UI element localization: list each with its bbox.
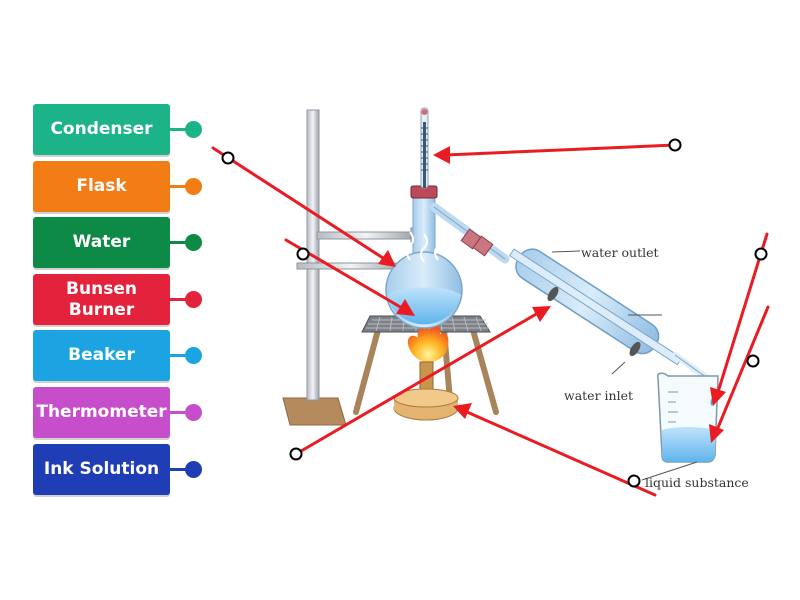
connector-stem <box>170 185 190 188</box>
label-ink-solution[interactable]: Ink Solution <box>33 444 170 495</box>
connector-stem <box>170 468 190 471</box>
drag-handle-flask[interactable] <box>185 178 202 195</box>
label-flask[interactable]: Flask <box>33 161 170 212</box>
drag-handle-thermometer[interactable] <box>185 404 202 421</box>
label-thermometer[interactable]: Thermometer <box>33 387 170 438</box>
drag-handle-condenser[interactable] <box>185 121 202 138</box>
label-item-water[interactable]: Water <box>33 217 208 268</box>
water-outlet-text: water outlet <box>581 245 659 260</box>
arrow-to-burner <box>453 403 657 497</box>
arrow-to-drip <box>710 232 769 406</box>
label-item-thermometer[interactable]: Thermometer <box>33 387 208 438</box>
target-ring[interactable] <box>296 247 310 261</box>
target-ring[interactable] <box>746 354 760 368</box>
drag-handle-ink-solution[interactable] <box>185 461 202 478</box>
pointer-arrows <box>211 143 770 497</box>
label-item-beaker[interactable]: Beaker <box>33 330 208 381</box>
label-item-flask[interactable]: Flask <box>33 161 208 212</box>
label-bunsen-burner[interactable]: Bunsen Burner <box>33 274 170 325</box>
thermometer <box>420 107 429 189</box>
connector-stem <box>170 128 190 131</box>
beaker <box>641 372 719 481</box>
label-item-bunsen-burner[interactable]: Bunsen Burner <box>33 274 208 325</box>
label-water[interactable]: Water <box>33 217 170 268</box>
target-ring[interactable] <box>627 474 641 488</box>
label-condenser[interactable]: Condenser <box>33 104 170 155</box>
arrow-to-thermometer <box>433 143 677 164</box>
drop-targets <box>221 138 768 488</box>
drag-handle-water[interactable] <box>185 234 202 251</box>
target-ring[interactable] <box>289 447 303 461</box>
target-ring[interactable] <box>668 138 682 152</box>
arrow-to-beaker-liquid <box>709 305 770 443</box>
connector-stem <box>170 241 190 244</box>
connector-stem <box>170 354 190 357</box>
drag-handle-beaker[interactable] <box>185 347 202 364</box>
arrow-to-condenser <box>294 306 551 456</box>
target-ring[interactable] <box>754 247 768 261</box>
liquid-substance-text: liquid substance <box>645 475 749 490</box>
condenser <box>429 202 713 383</box>
label-item-condenser[interactable]: Condenser <box>33 104 208 155</box>
drag-handle-bunsen-burner[interactable] <box>185 291 202 308</box>
arrow-to-flask-neck <box>211 146 396 267</box>
target-ring[interactable] <box>221 151 235 165</box>
connector-stem <box>170 411 190 414</box>
connector-stem <box>170 298 190 301</box>
label-beaker[interactable]: Beaker <box>33 330 170 381</box>
label-item-ink-solution[interactable]: Ink Solution <box>33 444 208 495</box>
water-inlet-text: water inlet <box>564 388 633 403</box>
